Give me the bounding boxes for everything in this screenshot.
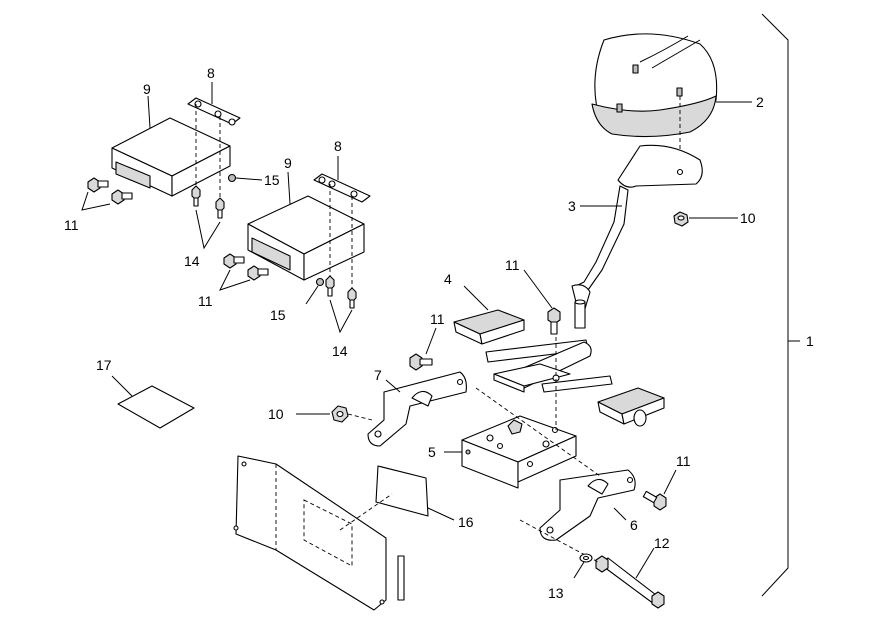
bolt-part-11-e xyxy=(219,253,269,291)
bracket-part-8-upper xyxy=(187,82,241,202)
bolt-part-11-d xyxy=(81,177,133,211)
callout-5: 5 xyxy=(428,444,436,460)
callout-1: 1 xyxy=(806,333,814,349)
callout-12: 12 xyxy=(654,535,670,551)
screw-part-14-lower xyxy=(325,275,357,334)
bracket-part-8-lower xyxy=(313,156,371,292)
callout-15-lower: 15 xyxy=(270,307,286,323)
nut-part-10-upper xyxy=(673,211,738,227)
callout-6: 6 xyxy=(630,517,638,533)
plate-part-5 xyxy=(444,330,577,489)
bolt-part-11-b xyxy=(409,327,437,371)
callout-17: 17 xyxy=(96,357,112,373)
callout-11-lower-box: 11 xyxy=(198,293,213,309)
callout-7: 7 xyxy=(374,367,382,383)
control-box-part-9-upper xyxy=(111,95,231,197)
callout-2: 2 xyxy=(756,94,764,110)
nut-part-15-lower xyxy=(305,277,325,305)
callout-16: 16 xyxy=(458,514,474,530)
callout-9-upper: 9 xyxy=(143,81,151,97)
bolt-part-11-c xyxy=(642,469,677,511)
callout-14-lower: 14 xyxy=(332,343,348,359)
callout-3: 3 xyxy=(568,198,576,214)
callout-10-right: 10 xyxy=(740,210,756,226)
base-frame-part-4 xyxy=(453,285,665,427)
label-sheet-part-17 xyxy=(111,375,195,429)
nut-part-15-upper xyxy=(227,173,263,183)
cover-part-2 xyxy=(591,33,752,172)
stay-part-3 xyxy=(571,144,703,329)
assembly-bracket xyxy=(761,13,789,597)
callout-11-top: 11 xyxy=(505,257,520,273)
callout-11-right: 11 xyxy=(676,453,691,469)
callout-13: 13 xyxy=(548,585,564,601)
callout-14-upper: 14 xyxy=(184,253,200,269)
floor-panel xyxy=(233,455,405,611)
callout-4: 4 xyxy=(444,271,452,287)
bolt-part-11-a xyxy=(523,269,561,335)
callout-11-upper-box: 11 xyxy=(64,217,79,233)
bracket-part-6 xyxy=(475,387,636,541)
bracket-part-7 xyxy=(367,371,467,447)
screw-part-14-upper xyxy=(191,185,225,250)
washer-part-13 xyxy=(573,553,593,579)
callout-10-left: 10 xyxy=(268,406,284,422)
callout-8-lower: 8 xyxy=(334,138,342,154)
sheet-part-16 xyxy=(339,465,455,531)
callout-11-bracket: 11 xyxy=(430,311,445,327)
callout-8-upper: 8 xyxy=(207,65,215,81)
control-box-part-9-lower xyxy=(247,171,365,281)
long-bolt-part-12 xyxy=(519,519,665,609)
callout-9-lower: 9 xyxy=(284,155,292,171)
nut-part-10-lower xyxy=(296,405,373,423)
callout-15-upper: 15 xyxy=(264,172,280,188)
